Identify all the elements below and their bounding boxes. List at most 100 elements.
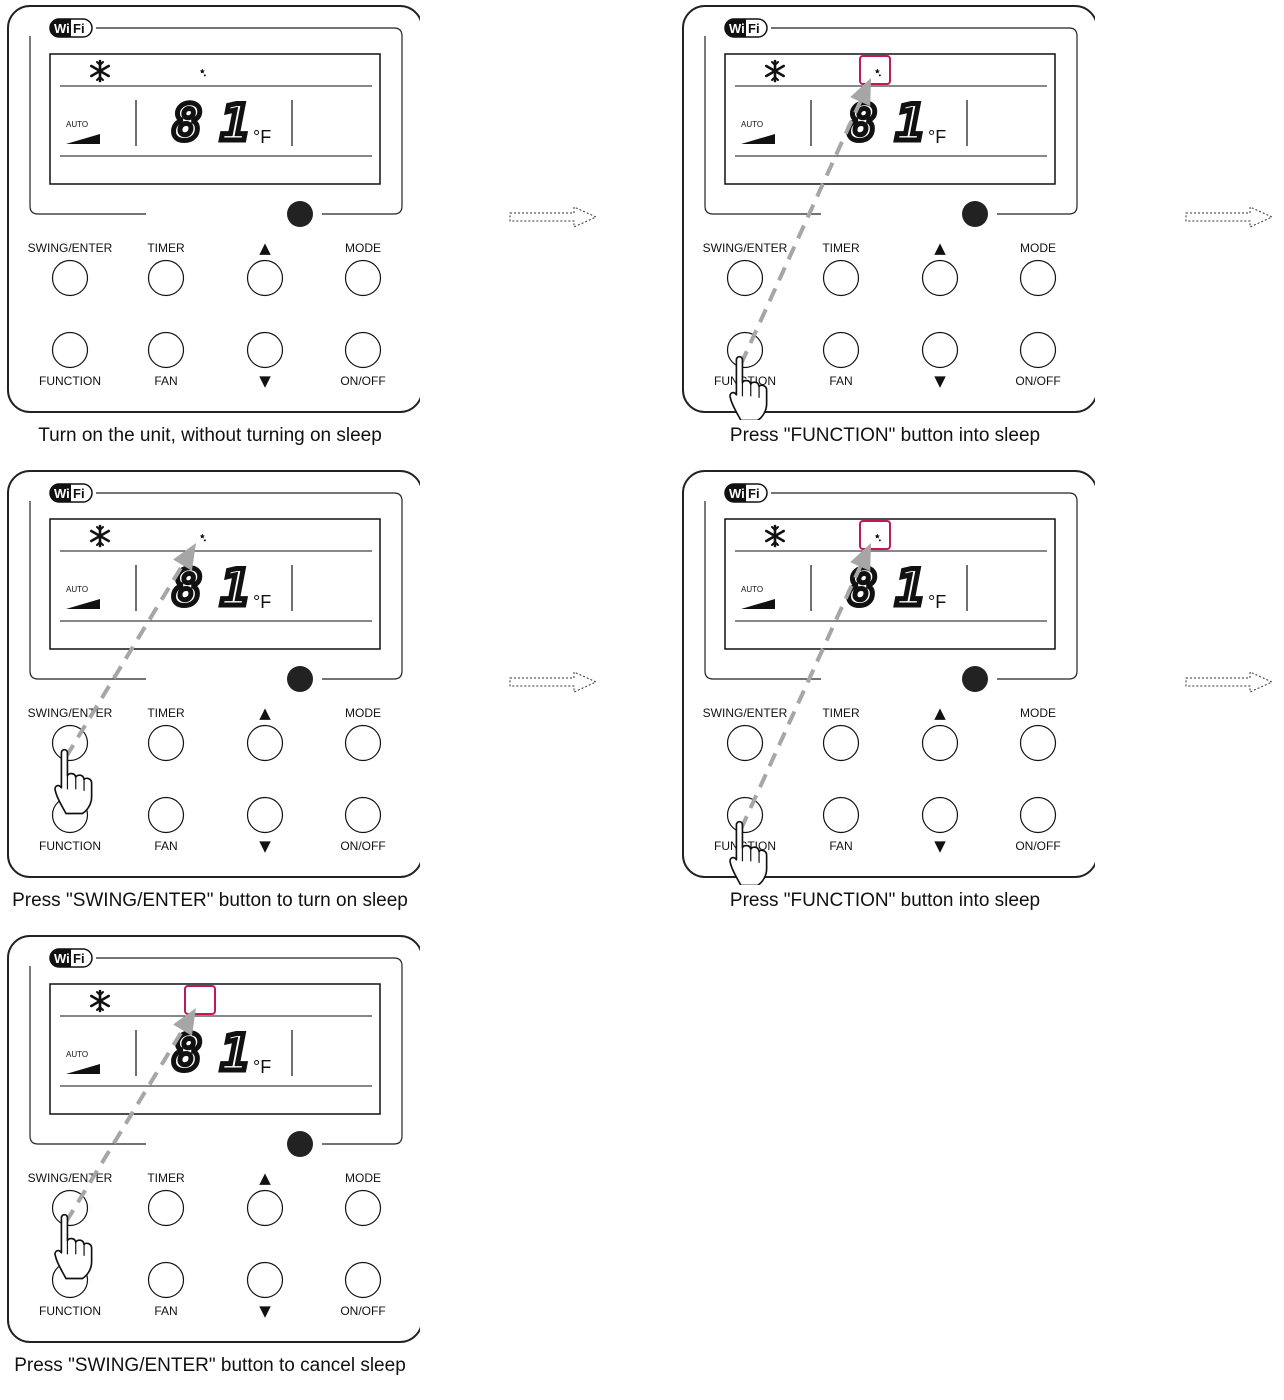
wifi-label-wi: Wi (54, 951, 70, 966)
swing-enter-label: SWING/ENTER (703, 706, 788, 720)
wired-controller-illustration: Wi Fi AUTO 81 °F SWING/ENTER TIMER ▲ (682, 470, 1095, 885)
temperature-readout: 81 (172, 94, 268, 152)
swing-enter-button[interactable] (726, 259, 764, 297)
on-off-label: ON/OFF (1015, 839, 1060, 853)
dotted-right-arrow-icon (509, 671, 598, 693)
mode-label: MODE (1020, 241, 1056, 255)
fan-button[interactable] (822, 331, 860, 369)
on-off-button[interactable] (344, 331, 382, 369)
fan-speed-bars (66, 599, 100, 609)
function-label: FUNCTION (39, 374, 101, 388)
controller-panel-step-2: Wi Fi AUTO 81 °F SWING/ENTER TIMER ▲ (675, 0, 1095, 470)
mode-button[interactable] (1019, 259, 1057, 297)
down-button[interactable] (921, 331, 959, 369)
fan-speed-bars (66, 1064, 100, 1074)
timer-button[interactable] (822, 259, 860, 297)
step-caption: Press "SWING/ENTER" button to cancel sle… (14, 1355, 406, 1376)
up-button[interactable] (246, 1189, 284, 1227)
temperature-unit: °F (928, 127, 946, 147)
timer-button[interactable] (822, 724, 860, 762)
function-button[interactable] (726, 331, 764, 369)
up-arrow-icon: ▲ (934, 239, 946, 257)
up-button[interactable] (246, 259, 284, 297)
mode-label: MODE (345, 706, 381, 720)
fan-button[interactable] (147, 331, 185, 369)
sleep-highlight-box (859, 55, 891, 85)
wifi-label-fi: Fi (73, 951, 85, 966)
on-off-button[interactable] (344, 796, 382, 834)
down-button[interactable] (246, 796, 284, 834)
fan-label: FAN (154, 1304, 177, 1318)
temperature-unit: °F (928, 592, 946, 612)
up-arrow-icon: ▲ (259, 1169, 271, 1187)
fan-button[interactable] (822, 796, 860, 834)
temperature-readout: 81 (172, 1024, 268, 1082)
down-button[interactable] (246, 331, 284, 369)
dotted-right-arrow-icon (1185, 671, 1274, 693)
down-button[interactable] (246, 1261, 284, 1299)
wifi-label-wi: Wi (54, 486, 70, 501)
wifi-label-wi: Wi (729, 21, 745, 36)
fan-button[interactable] (147, 1261, 185, 1299)
status-indicator-dot (287, 666, 313, 692)
status-indicator-dot (962, 201, 988, 227)
wifi-badge: Wi Fi (724, 18, 768, 38)
wifi-badge: Wi Fi (49, 483, 93, 503)
step-caption: Press "SWING/ENTER" button to turn on sl… (12, 890, 408, 911)
down-arrow-icon: ▼ (259, 372, 271, 390)
fan-speed-label: AUTO (66, 585, 88, 594)
down-button[interactable] (921, 796, 959, 834)
wifi-badge: Wi Fi (49, 18, 93, 38)
timer-button[interactable] (147, 259, 185, 297)
on-off-label: ON/OFF (1015, 374, 1060, 388)
display-frame (704, 27, 1078, 215)
press-indicator (54, 1008, 196, 1280)
status-indicator-dot (287, 1131, 313, 1157)
swing-enter-button[interactable] (726, 724, 764, 762)
fan-label: FAN (829, 839, 852, 853)
on-off-button[interactable] (344, 1261, 382, 1299)
swing-enter-button[interactable] (51, 259, 89, 297)
up-button[interactable] (921, 724, 959, 762)
wifi-badge: Wi Fi (724, 483, 768, 503)
down-arrow-icon: ▼ (934, 837, 946, 855)
step-caption: Press "FUNCTION" button into sleep (729, 890, 1041, 911)
fan-speed-bars (741, 599, 775, 609)
on-off-button[interactable] (1019, 331, 1057, 369)
mode-button[interactable] (344, 259, 382, 297)
timer-button[interactable] (147, 724, 185, 762)
function-button[interactable] (726, 796, 764, 834)
mode-label: MODE (345, 1171, 381, 1185)
on-off-label: ON/OFF (340, 839, 385, 853)
timer-button[interactable] (147, 1189, 185, 1227)
on-off-button[interactable] (1019, 796, 1057, 834)
step-caption: Press "FUNCTION" button into sleep (729, 425, 1041, 446)
up-arrow-icon: ▲ (259, 704, 271, 722)
fan-label: FAN (154, 374, 177, 388)
dotted-right-arrow-icon (1185, 206, 1274, 228)
timer-label: TIMER (147, 706, 185, 720)
fan-speed-label: AUTO (741, 120, 763, 129)
wifi-label-wi: Wi (729, 486, 745, 501)
mode-label: MODE (345, 241, 381, 255)
fan-button[interactable] (147, 796, 185, 834)
lcd-screen (49, 53, 381, 185)
function-label: FUNCTION (39, 1304, 101, 1318)
fan-speed-label: AUTO (66, 120, 88, 129)
status-indicator-dot (287, 201, 313, 227)
display-frame (29, 957, 403, 1145)
swing-enter-label: SWING/ENTER (703, 241, 788, 255)
mode-button[interactable] (344, 1189, 382, 1227)
up-button[interactable] (246, 724, 284, 762)
dotted-right-arrow-icon (509, 206, 598, 228)
controller-panel-step-4: Wi Fi AUTO 81 °F SWING/ENTER TIMER ▲ (675, 465, 1095, 935)
wired-controller-illustration: Wi Fi AUTO 81 °F SWING/ENTER TIMER ▲ (7, 5, 420, 413)
fan-label: FAN (829, 374, 852, 388)
up-button[interactable] (921, 259, 959, 297)
swing-enter-label: SWING/ENTER (28, 241, 113, 255)
function-button[interactable] (51, 331, 89, 369)
wifi-label-wi: Wi (54, 21, 70, 36)
mode-button[interactable] (1019, 724, 1057, 762)
mode-button[interactable] (344, 724, 382, 762)
press-indicator (729, 543, 871, 885)
